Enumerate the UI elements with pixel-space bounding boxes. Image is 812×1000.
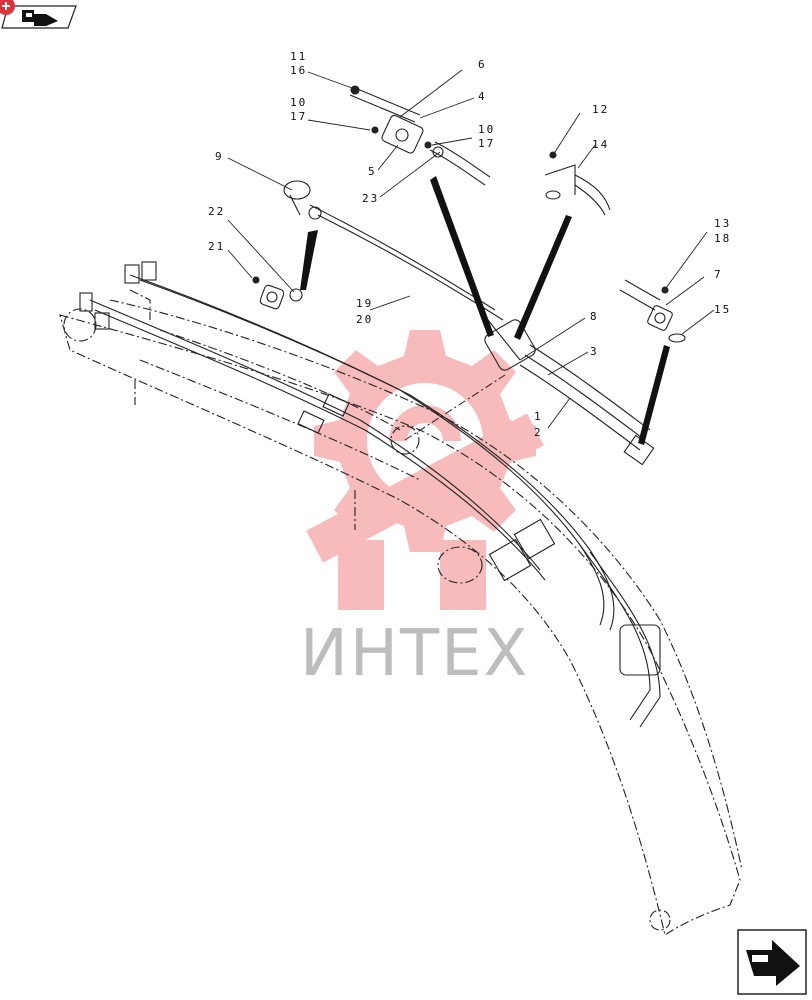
hose-fitting-right-top <box>544 151 611 216</box>
callout-14: 14 <box>592 138 609 151</box>
callout-13: 13 <box>714 217 731 230</box>
boom-end-fittings <box>79 261 157 330</box>
callout-15: 15 <box>714 303 731 316</box>
back-button[interactable] <box>0 0 77 29</box>
watermark-gear-logo <box>306 330 544 610</box>
callout-12: 12 <box>592 103 609 116</box>
leader-lines <box>227 69 715 429</box>
clamp-left <box>252 276 303 310</box>
callout-19: 19 <box>356 297 373 310</box>
callout-11: 11 <box>290 50 307 63</box>
callout-17b: 17 <box>478 137 495 150</box>
callout-16: 16 <box>290 64 307 77</box>
forward-button[interactable] <box>737 929 807 995</box>
watermark: ИНТЕХ <box>300 330 544 691</box>
callout-5: 5 <box>368 165 377 178</box>
callout-10: 10 <box>290 96 307 109</box>
detail-pointers <box>300 176 670 445</box>
clamp-right <box>619 279 686 343</box>
callout-1: 1 <box>534 410 543 423</box>
callouts: 11 16 10 17 6 4 10 17 5 23 9 22 21 12 14… <box>208 50 731 439</box>
callout-3: 3 <box>590 345 599 358</box>
callout-22: 22 <box>208 205 225 218</box>
boom-hydraulic-lines <box>89 274 661 728</box>
callout-23: 23 <box>362 192 379 205</box>
callout-8: 8 <box>590 310 599 323</box>
callout-10b: 10 <box>478 123 495 136</box>
projection-line <box>404 374 506 441</box>
callout-21: 21 <box>208 240 225 253</box>
forward-arrow-icon <box>746 940 800 986</box>
callout-20: 20 <box>356 313 373 326</box>
callout-17: 17 <box>290 110 307 123</box>
callout-4: 4 <box>478 90 487 103</box>
add-badge-icon <box>0 0 15 15</box>
callout-18: 18 <box>714 232 731 245</box>
watermark-text: ИНТЕХ <box>300 617 529 691</box>
callout-9: 9 <box>215 150 224 163</box>
callout-7: 7 <box>714 268 723 281</box>
back-arrow-icon <box>22 10 58 26</box>
callout-6: 6 <box>478 58 487 71</box>
callout-2: 2 <box>534 426 543 439</box>
